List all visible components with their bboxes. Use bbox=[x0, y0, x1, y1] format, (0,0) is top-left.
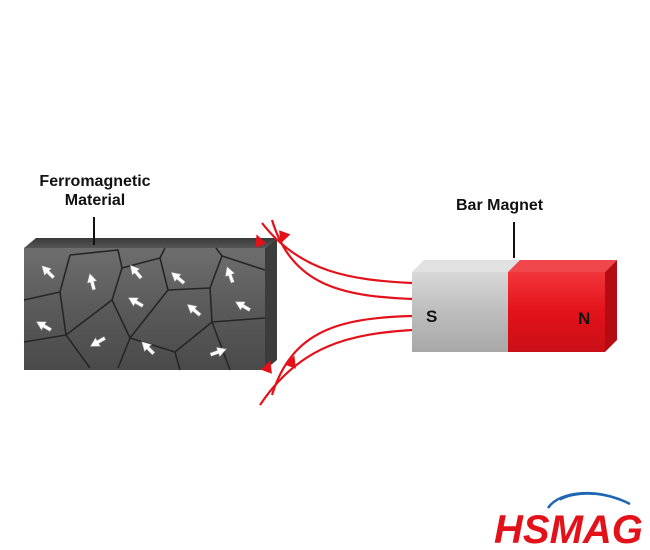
domain-arrow bbox=[127, 297, 145, 308]
logo-arc-inner bbox=[559, 493, 621, 501]
logo-text: HSMAG bbox=[494, 508, 643, 550]
block-top-face bbox=[24, 238, 277, 248]
south-pole-label: S bbox=[426, 307, 437, 326]
field-line-lower-inner bbox=[270, 314, 413, 396]
field-line-lower-outer bbox=[259, 328, 413, 406]
domain-boundaries bbox=[23, 247, 266, 371]
field-arrowheads bbox=[255, 230, 296, 374]
magnet-north-face bbox=[508, 272, 605, 352]
domain-arrow bbox=[41, 265, 56, 280]
north-pole-label: N bbox=[578, 309, 590, 328]
magnet-side bbox=[605, 260, 617, 352]
field-arrowhead bbox=[284, 355, 296, 369]
field-line-upper-inner bbox=[270, 219, 413, 301]
domain-arrow bbox=[89, 336, 107, 347]
domain-arrow bbox=[35, 321, 53, 332]
logo-arc bbox=[546, 492, 631, 509]
domain-arrow bbox=[129, 264, 143, 280]
field-line-upper-outer bbox=[261, 222, 413, 285]
ferromagnetic-material-label: Ferromagnetic Material bbox=[20, 172, 170, 210]
field-arrowhead bbox=[260, 360, 272, 374]
ferromagnetic-block bbox=[23, 217, 277, 371]
domain-arrow bbox=[170, 271, 186, 285]
domain-arrow bbox=[209, 346, 228, 358]
domain-arrow bbox=[186, 303, 202, 317]
domain-arrow bbox=[141, 341, 156, 356]
field-lines bbox=[259, 219, 413, 406]
ferromagnetic-label-line1: Ferromagnetic bbox=[39, 173, 151, 190]
bar-magnet-label: Bar Magnet bbox=[456, 197, 544, 214]
magnet-top-south bbox=[412, 260, 520, 272]
field-arrowhead bbox=[279, 230, 291, 244]
block-side-face bbox=[265, 238, 277, 370]
domain-arrow bbox=[86, 272, 98, 291]
domain-arrows bbox=[35, 264, 252, 358]
magnet-south-face bbox=[412, 272, 508, 352]
ferromagnetic-label-line2: Material bbox=[64, 192, 126, 210]
domain-arrow bbox=[234, 301, 252, 312]
magnet-top-north bbox=[508, 260, 617, 272]
domain-arrow bbox=[224, 265, 236, 284]
hsmag-logo: HSMAG bbox=[494, 492, 643, 550]
field-arrowhead bbox=[255, 234, 267, 248]
bar-magnet: S N bbox=[412, 222, 617, 352]
